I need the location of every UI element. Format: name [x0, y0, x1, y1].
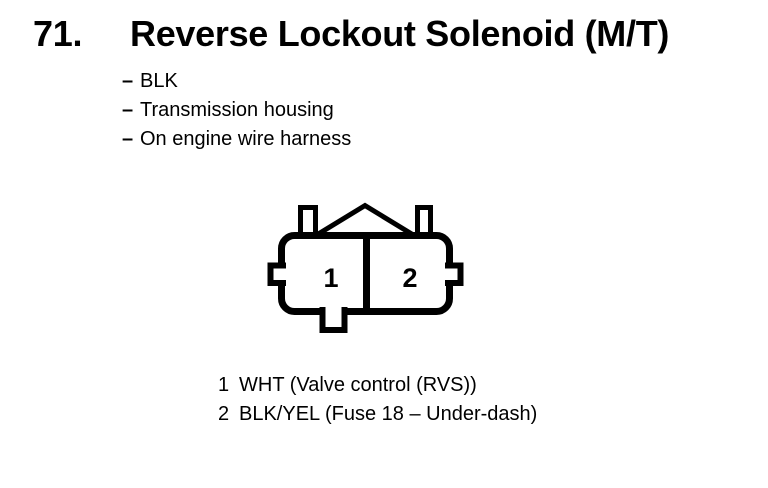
connector-cavity-1-label: 1	[323, 263, 339, 293]
top-left-tab	[298, 205, 318, 237]
item-number: 71.	[33, 13, 83, 54]
note-item: – Transmission housing	[122, 96, 351, 125]
notes-list: – BLK – Transmission housing – On engine…	[122, 67, 351, 154]
dash-bullet: –	[122, 99, 134, 121]
legend-pin-number: 2	[218, 403, 230, 425]
note-item: – BLK	[122, 67, 351, 96]
bottom-keying-notch	[319, 307, 348, 333]
legend-row: 1 WHT (Valve control (RVS))	[218, 371, 537, 400]
legend-pin-number: 1	[218, 374, 230, 396]
legend-pin-description: WHT (Valve control (RVS))	[239, 374, 477, 396]
right-side-tab	[445, 262, 464, 286]
pin-legend: 1 WHT (Valve control (RVS)) 2 BLK/YEL (F…	[218, 371, 537, 429]
section-heading: 71. Reverse Lockout Solenoid (M/T)	[33, 13, 669, 55]
dash-bullet: –	[122, 128, 134, 150]
connector-cavity-2-label: 2	[402, 263, 418, 293]
page-title: Reverse Lockout Solenoid (M/T)	[130, 13, 670, 54]
connector-diagram: 1 2	[255, 195, 475, 340]
note-item: – On engine wire harness	[122, 125, 351, 154]
top-right-tab	[415, 205, 433, 237]
left-side-tab	[267, 262, 286, 286]
dash-bullet: –	[122, 70, 134, 92]
note-text: BLK	[140, 70, 178, 92]
legend-pin-description: BLK/YEL (Fuse 18 – Under-dash)	[239, 403, 538, 425]
connector-outline-drawing	[267, 202, 464, 333]
legend-row: 2 BLK/YEL (Fuse 18 – Under-dash)	[218, 400, 537, 429]
note-text: Transmission housing	[140, 99, 334, 121]
note-text: On engine wire harness	[140, 128, 352, 150]
latch-peak	[313, 202, 417, 239]
